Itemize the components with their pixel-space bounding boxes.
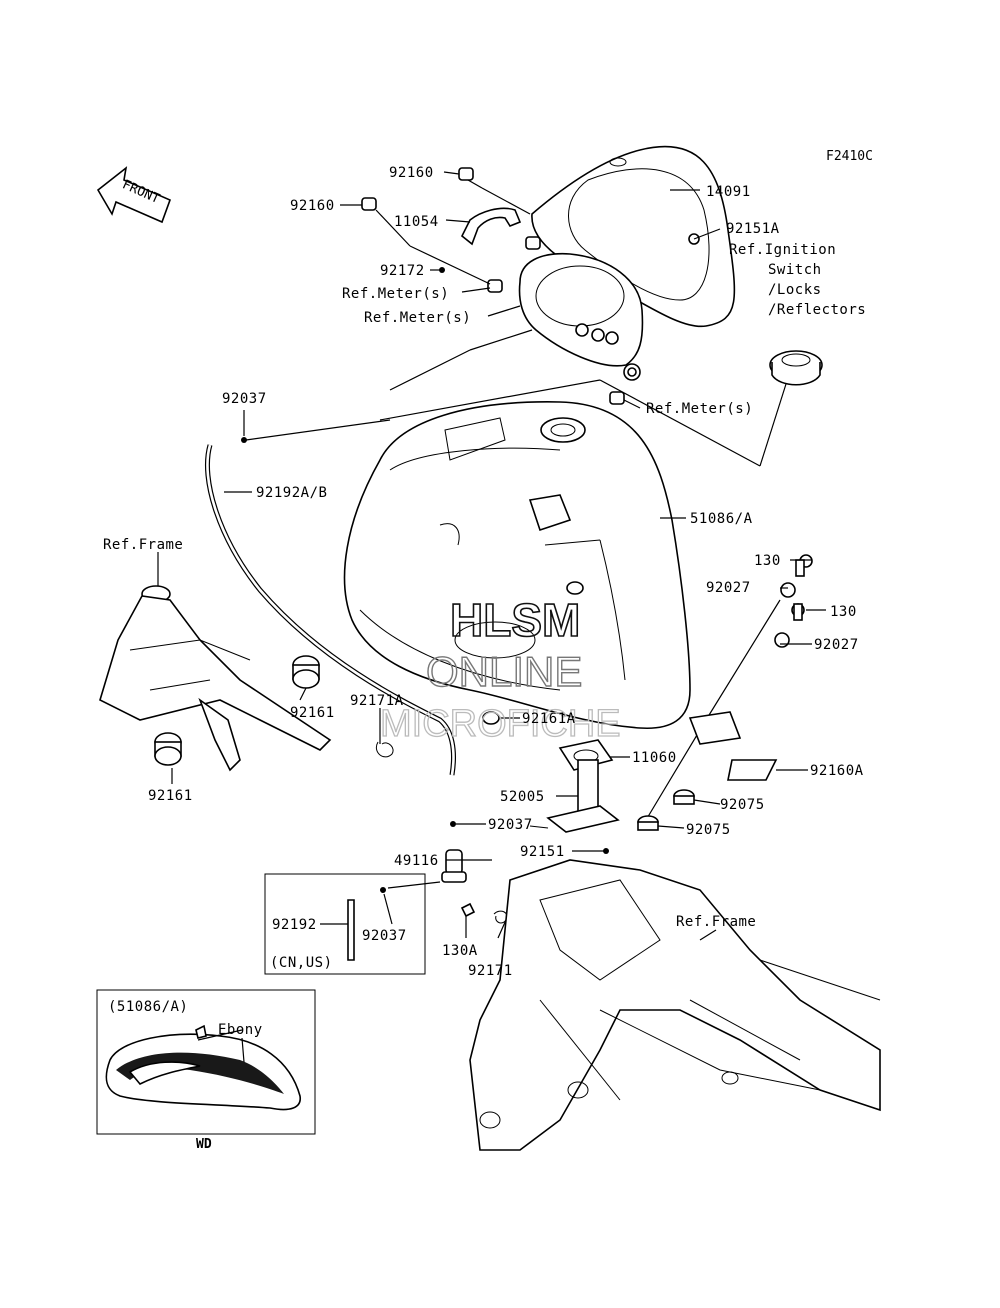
bracket-11054: [460, 207, 522, 246]
callout-51086A: 51086/A: [690, 511, 753, 527]
callout-92161-b: 92161: [148, 788, 193, 804]
callout-130-b: 130: [830, 604, 857, 620]
inset-wd-box: [96, 989, 316, 1135]
callout-ref-ignition-3: /Locks: [768, 282, 822, 298]
clamp-92037-mid: [450, 821, 456, 827]
frame-left: [99, 585, 332, 772]
inset-caption: WD: [196, 1137, 212, 1152]
callout-ref-frame-left: Ref.Frame: [103, 537, 183, 553]
cn-us-box: [264, 873, 426, 975]
watermark-line-3: MICROFICHE: [380, 703, 621, 745]
callout-92171: 92171: [468, 963, 513, 979]
clip-92171A: [376, 741, 394, 758]
leader-lines: [157, 171, 826, 1063]
bolts-130: [774, 554, 813, 648]
callout-11060: 11060: [632, 750, 677, 766]
grommets-92160: [361, 167, 625, 405]
callout-92037-box: 92037: [362, 928, 407, 944]
inset-color-label: Ebony: [218, 1022, 263, 1038]
callout-ref-meter-1: Ref.Meter(s): [342, 286, 449, 302]
callout-92192AB: 92192A/B: [256, 485, 327, 501]
callout-92160-top: 92160: [389, 165, 434, 181]
watermark: HLSM ONLINE MICROFICHE: [379, 593, 621, 745]
callout-52005: 52005: [500, 789, 545, 805]
callout-92171A: 92171A: [350, 693, 404, 709]
bolt-92172: [439, 267, 445, 273]
callout-ref-meter-2: Ref.Meter(s): [364, 310, 471, 326]
front-direction-arrow: FRONT: [96, 166, 172, 224]
callout-92161-a: 92161: [290, 705, 335, 721]
hose-92192: [347, 899, 355, 961]
bolt-92151: [603, 848, 609, 854]
cushions-92161: [154, 655, 320, 766]
frame-right: [469, 859, 881, 1151]
callout-14091: 14091: [706, 184, 751, 200]
callout-92027-a: 92027: [706, 580, 751, 596]
callout-92037-mid: 92037: [488, 817, 533, 833]
callout-labels: 92160 14091 92160 11054 92151A Ref.Ignit…: [103, 165, 866, 1152]
meter-cover-14091: [531, 145, 736, 328]
callout-ref-frame-right: Ref.Frame: [676, 914, 756, 930]
callout-92161A: 92161A: [522, 711, 576, 727]
callout-92160-left: 92160: [290, 198, 335, 214]
fuel-tank-51086: [343, 401, 691, 730]
callout-92172: 92172: [380, 263, 425, 279]
speedometer-meter: [518, 252, 644, 381]
callout-49116: 49116: [394, 853, 439, 869]
watermark-line-2: ONLINE: [426, 648, 582, 695]
callout-92037-top: 92037: [222, 391, 267, 407]
callout-92151: 92151: [520, 844, 565, 860]
callout-130-a: 130: [754, 553, 781, 569]
callout-11054: 11054: [394, 214, 439, 230]
clamp-92037-top: [241, 437, 247, 443]
callout-92075-a: 92075: [720, 797, 765, 813]
callout-130A: 130A: [442, 943, 478, 959]
callout-92075-b: 92075: [686, 822, 731, 838]
callout-ref-ignition-4: /Reflectors: [768, 302, 866, 318]
watermark-line-1: HLSM: [450, 594, 580, 646]
callout-ref-ignition-2: Switch: [768, 262, 822, 278]
figure-code: F2410C: [826, 149, 873, 164]
callout-92192: 92192: [272, 917, 317, 933]
callout-92151A: 92151A: [726, 221, 780, 237]
valve-49116: [441, 849, 467, 883]
grommets-92075: [637, 789, 695, 831]
callout-ref-ignition-1: Ref.Ignition: [729, 242, 836, 258]
pad-92160A: [688, 711, 778, 781]
fuel-pump-52005: [529, 739, 620, 833]
callout-cn-us: (CN,US): [270, 955, 333, 971]
inset-code-label: (51086/A): [108, 999, 188, 1015]
callout-ref-meter-3: Ref.Meter(s): [646, 401, 753, 417]
callout-92027-b: 92027: [814, 637, 859, 653]
bolt-130A: [460, 902, 476, 918]
fuel-cap: [769, 350, 823, 386]
callout-92160A: 92160A: [810, 763, 864, 779]
